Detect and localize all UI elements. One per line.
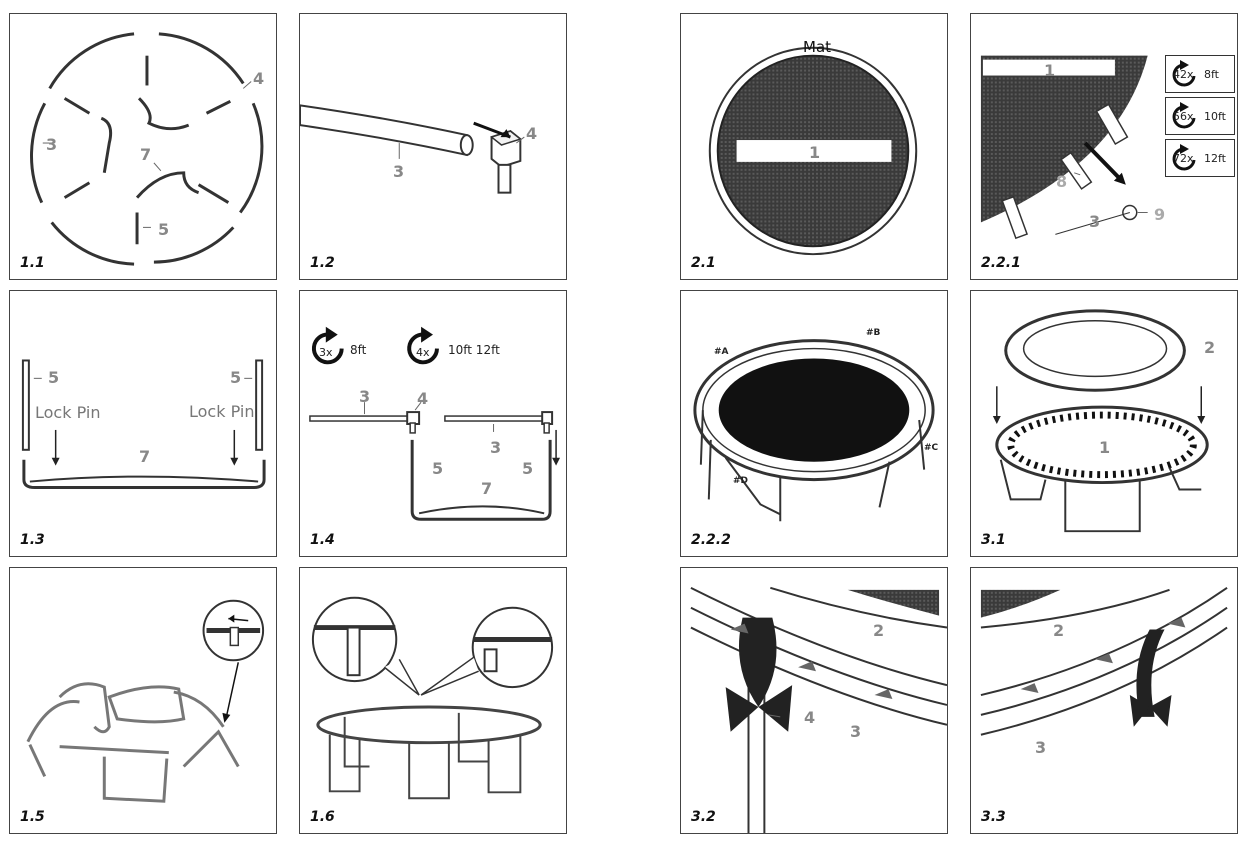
rotation-count: 72x (1173, 152, 1194, 165)
part-label-3: 3 (850, 722, 862, 741)
part-label-3-right: 3 (490, 438, 502, 457)
panel-1-6: 1.6 (299, 567, 567, 834)
rotation-size: 12ft (1204, 152, 1226, 165)
rotation-box-8ft: 42x 8ft (1165, 55, 1235, 93)
panel-2-1: Mat 1 2.1 (680, 13, 948, 280)
rotation-count: 56x (1173, 110, 1194, 123)
part-label-5-right: 5 (230, 368, 242, 387)
rotation-size-1: 8ft (350, 343, 367, 357)
part-label-1: 1 (1099, 438, 1111, 457)
part-label-2: 2 (873, 621, 885, 640)
trampoline-springs-illustration (693, 339, 935, 522)
part-label-8: 8 (1056, 172, 1068, 191)
rotate-icon (1172, 144, 1196, 171)
step-number: 1.4 (310, 532, 335, 548)
part-label-4: 4 (804, 708, 816, 727)
panel-3-2: 2 4 3 3.2 (680, 567, 948, 834)
rotation-size: 10ft (1204, 110, 1226, 123)
step-number: 3.2 (691, 809, 716, 825)
panel-1-4: 3x 8ft 4x 10ft 12ft 3 4 3 5 5 7 1.4 (299, 290, 567, 557)
panel-1-5: 1.5 (9, 567, 277, 834)
part-label-4: 4 (526, 124, 538, 143)
panel-1-2: 3 4 1.2 (299, 13, 567, 280)
pad-tie-to-leg-illustration (690, 586, 947, 833)
rotation-count-1: 3x (319, 346, 333, 359)
part-label-1: 1 (1044, 61, 1056, 80)
part-label-2: 2 (1204, 338, 1216, 357)
rotate-icon (407, 326, 439, 365)
part-label-5: 5 (158, 220, 170, 239)
step-number: 3.3 (981, 809, 1006, 825)
rotation-size: 8ft (1204, 68, 1219, 81)
panel-3-3: 2 3 3.3 (970, 567, 1238, 834)
rotation-box-10ft: 56x 10ft (1165, 97, 1235, 135)
step-number: 2.1 (691, 255, 716, 271)
part-label-1: 1 (809, 143, 821, 162)
part-label-5-left: 5 (432, 459, 444, 478)
frame-leg-assembly-illustration (309, 326, 561, 521)
step-number: 2.2.1 (981, 255, 1021, 271)
panel-2-2-1: 1 8 3 9 42x 8ft 56x 10ft 72x 12ft 2.2.1 (970, 13, 1238, 280)
pad-tie-to-frame-illustration (980, 587, 1228, 736)
spring-attachment-illustration (980, 55, 1148, 240)
step-number: 1.5 (20, 809, 45, 825)
lock-pin-label-right: Lock Pin (189, 402, 255, 421)
rotate-icon (1172, 102, 1196, 129)
part-label-7: 7 (481, 479, 493, 498)
frame-ring-parts-illustration (30, 32, 264, 266)
part-label-3: 3 (1089, 212, 1101, 231)
part-label-2: 2 (1053, 621, 1065, 640)
rotate-icon (1172, 60, 1196, 87)
section-label-b: #B (866, 328, 881, 338)
rotation-count: 42x (1173, 68, 1194, 81)
part-label-5-right: 5 (522, 459, 534, 478)
mat-label: Mat (803, 38, 832, 56)
part-label-3: 3 (1035, 738, 1047, 757)
part-label-7: 7 (140, 145, 152, 164)
step-number: 3.1 (981, 532, 1006, 548)
step-number: 2.2.2 (691, 532, 731, 548)
step-number: 1.2 (310, 255, 335, 271)
part-label-3-left: 3 (359, 387, 371, 406)
part-label-3: 3 (46, 135, 58, 154)
rotation-size-2: 10ft 12ft (448, 343, 500, 357)
panel-1-3: 5 5 Lock Pin Lock Pin 7 1.3 (9, 290, 277, 557)
assembled-frame-illustration (311, 596, 554, 800)
section-label-d: #D (733, 476, 749, 486)
part-label-4: 4 (417, 389, 429, 408)
section-label-c: #C (924, 443, 939, 453)
safety-pad-placement-illustration (992, 309, 1209, 533)
section-label-a: #A (714, 347, 729, 357)
step-number: 1.3 (20, 532, 45, 548)
lock-pin-label-left: Lock Pin (35, 403, 101, 422)
step-number: 1.1 (20, 255, 45, 271)
tube-connector-illustration (300, 104, 525, 194)
part-label-3: 3 (393, 162, 405, 181)
frame-partial-assembly-illustration (26, 599, 265, 803)
rotation-box-12ft: 72x 12ft (1165, 139, 1235, 177)
part-label-7: 7 (139, 447, 151, 466)
rotation-count-2: 4x (416, 346, 430, 359)
leg-lock-pin-illustration (21, 359, 266, 490)
panel-3-1: 2 1 3.1 (970, 290, 1238, 557)
part-label-5-left: 5 (48, 368, 60, 387)
step-number: 1.6 (310, 809, 335, 825)
panel-1-1: 3 4 5 7 1.1 (9, 13, 277, 280)
part-label-4: 4 (253, 69, 265, 88)
rotate-icon (311, 326, 344, 365)
part-label-9: 9 (1154, 205, 1166, 224)
jumping-mat-illustration (708, 46, 918, 256)
panel-2-2-2: #A #B #C #D 2.2.2 (680, 290, 948, 557)
